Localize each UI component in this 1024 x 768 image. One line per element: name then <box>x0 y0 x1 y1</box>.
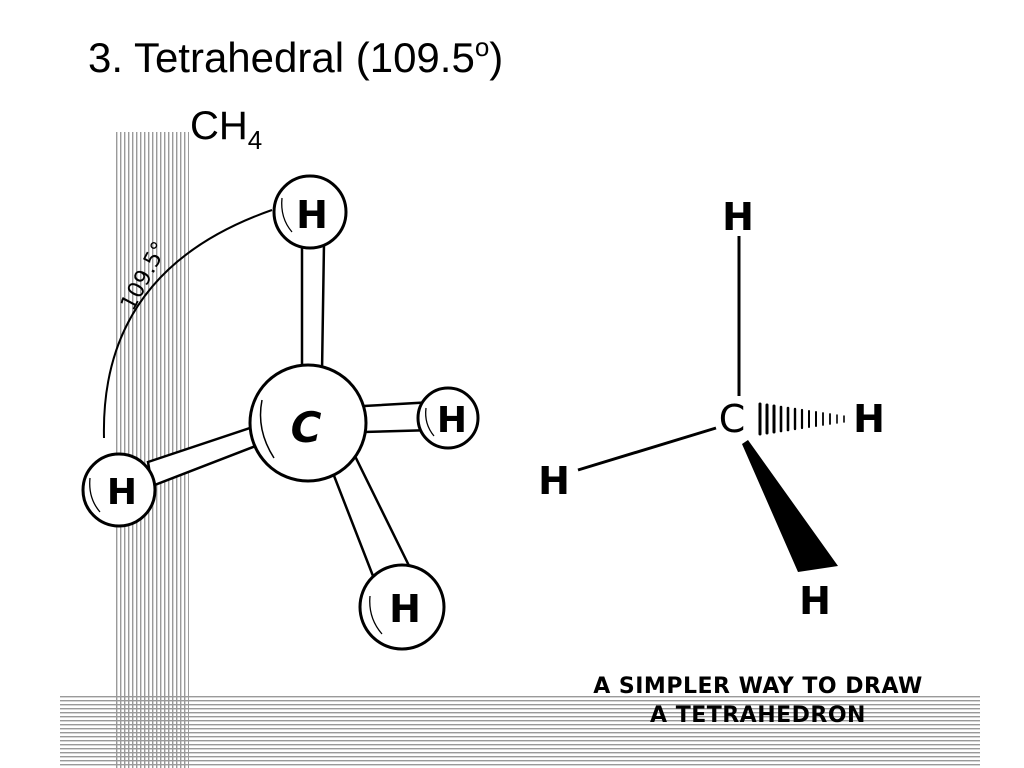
carbon-atom <box>248 363 368 483</box>
title-suffix: ) <box>489 34 504 81</box>
hydrogen-label-bottom: H <box>389 587 421 631</box>
ball-stick-model: 109.5° C H H H H <box>81 174 480 651</box>
hydrogen-atom-bottom <box>358 563 446 651</box>
hydrogen-atom-top <box>272 174 348 250</box>
molecule-formula: CH4 <box>190 104 262 156</box>
hydrogen-atom-left-shading <box>89 477 101 513</box>
hashed-bond-right <box>758 402 845 436</box>
carbon-atom-shading <box>259 399 275 459</box>
hydrogen-atom-right <box>416 386 480 450</box>
title-degree-sup: o <box>474 32 490 62</box>
simple-hydrogen-right: H <box>853 397 885 441</box>
bond-top <box>300 241 326 374</box>
hydrogen-atom-bottom-shading <box>369 595 383 635</box>
slide-title: 3. Tetrahedral (109.5o) <box>88 32 503 82</box>
hydrogen-label-left: H <box>107 472 137 513</box>
caption-line-2: A TETRAHEDRON <box>650 703 866 728</box>
horizontal-stripe-band <box>60 694 980 768</box>
hydrogen-label-right: H <box>437 400 467 441</box>
angle-arc <box>102 209 273 439</box>
simple-hydrogen-bottom: H <box>799 579 831 623</box>
formula-subscript: 4 <box>247 125 263 155</box>
hydrogen-label-top: H <box>296 193 328 237</box>
carbon-label: C <box>291 403 322 452</box>
simple-model: C H H H H <box>538 195 885 623</box>
title-text: 3. Tetrahedral (109.5 <box>88 34 475 81</box>
hydrogen-atom-right-shading <box>425 407 435 437</box>
simple-drawing-caption: A SIMPLER WAY TO DRAW A TETRAHEDRON <box>540 672 976 730</box>
simple-hydrogen-left: H <box>538 459 570 503</box>
simple-carbon-label: C <box>719 397 746 441</box>
formula-base: CH <box>190 104 248 148</box>
hydrogen-atom-top-shading <box>281 197 293 233</box>
simple-hydrogen-top: H <box>722 195 754 239</box>
caption-line-1: A SIMPLER WAY TO DRAW <box>593 674 923 699</box>
hydrogen-atom-left <box>81 452 157 528</box>
bond-line-left <box>577 426 717 472</box>
wedge-bond-bottom <box>742 440 838 572</box>
vertical-stripe-band <box>115 132 189 768</box>
